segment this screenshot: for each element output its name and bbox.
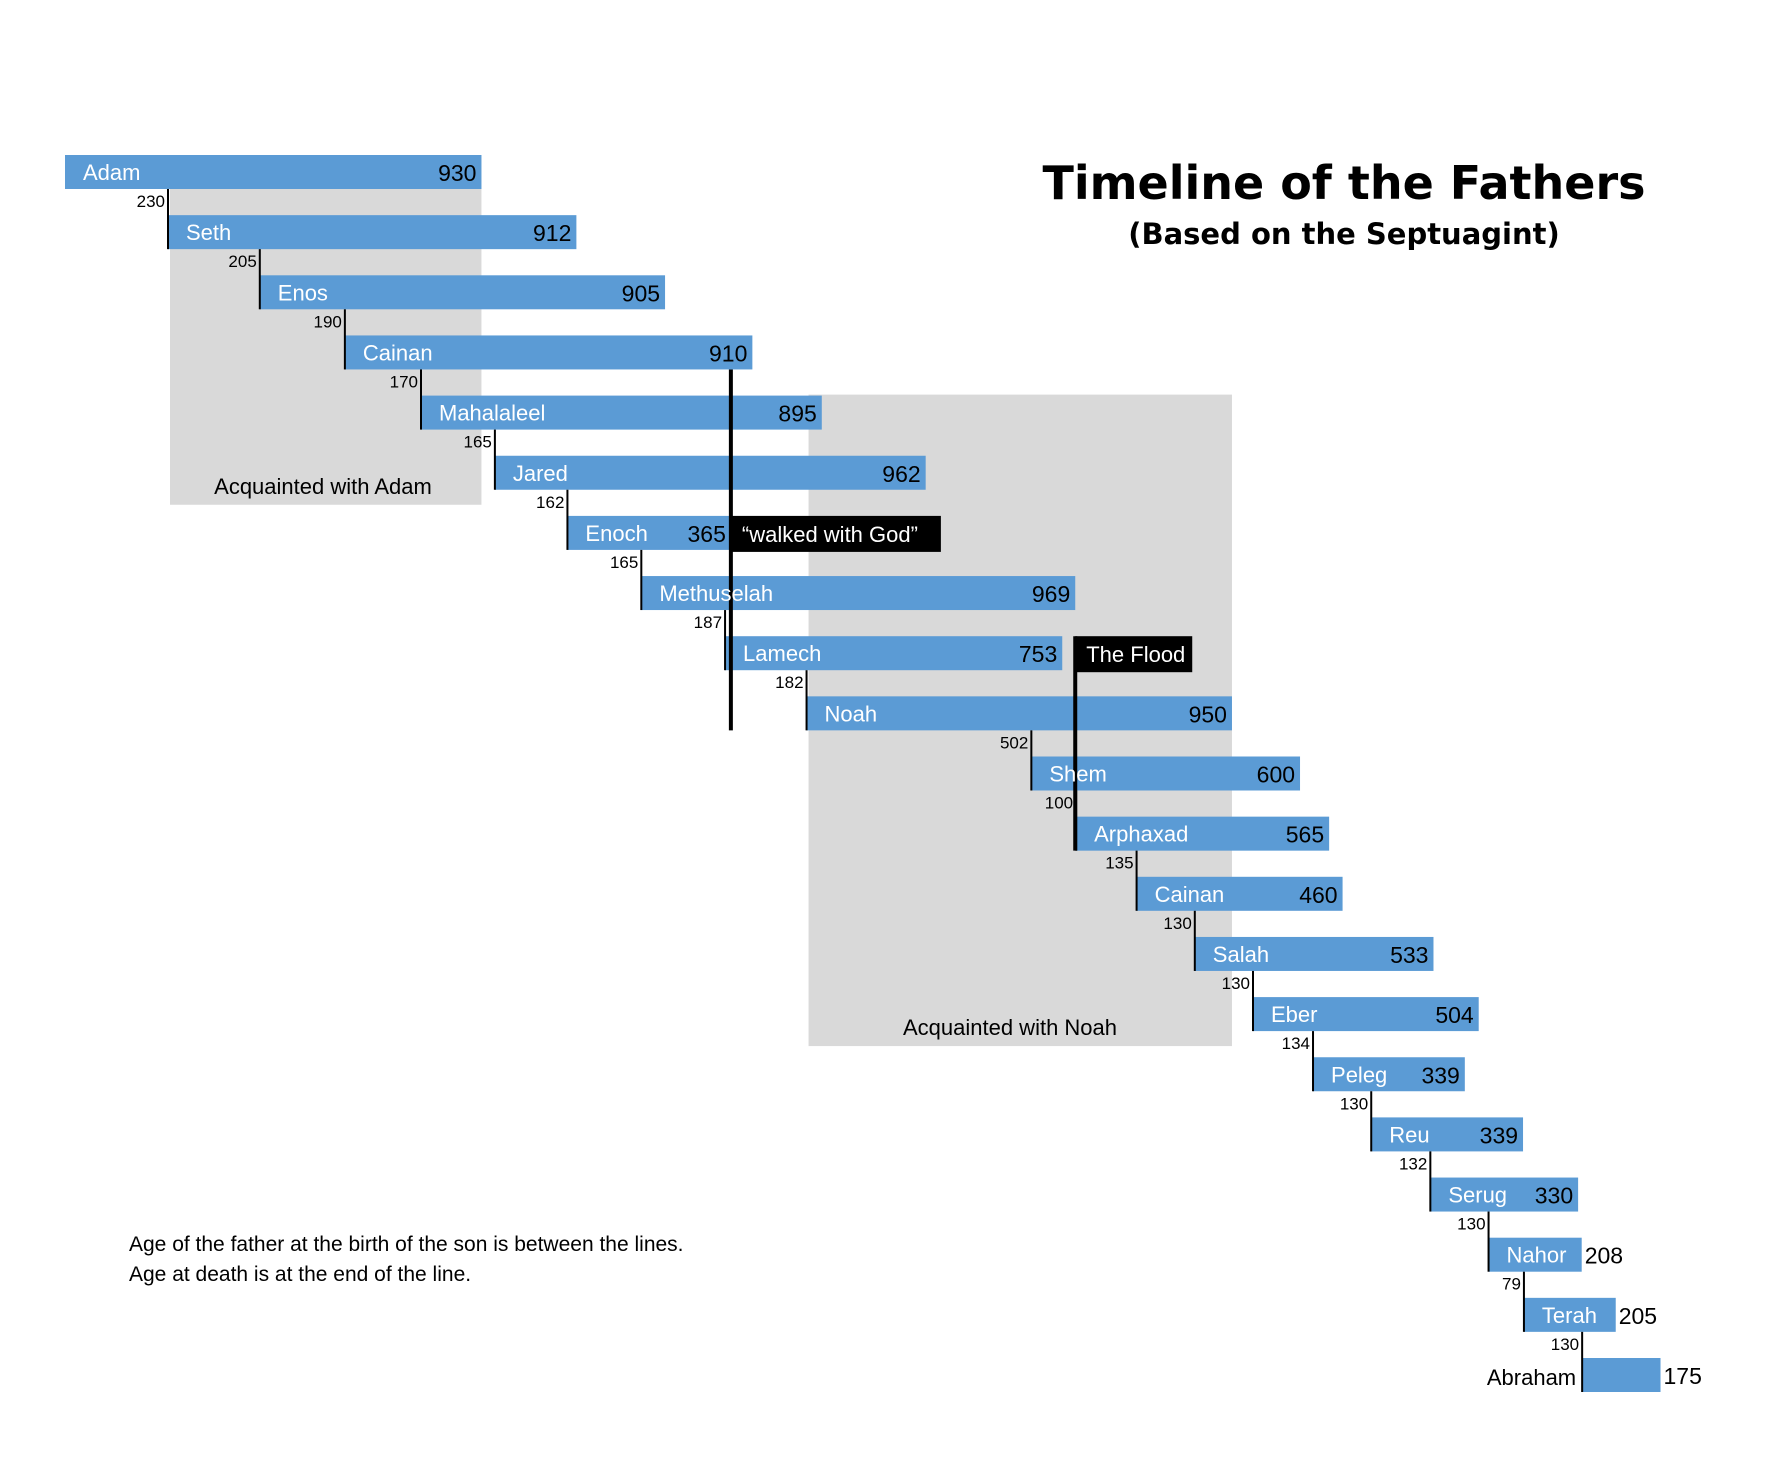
father-name: Abraham [1487, 1365, 1576, 1390]
event-lines [166, 189, 1584, 1392]
lifespan-value: 365 [688, 521, 726, 547]
father-name: Peleg [1331, 1062, 1387, 1087]
father-name: Arphaxad [1094, 822, 1188, 847]
father-name: Salah [1213, 942, 1269, 967]
age-at-son-birth: 205 [228, 252, 256, 271]
lifespan-value: 930 [438, 160, 476, 186]
father-name: Noah [825, 701, 878, 726]
age-at-son-birth: 130 [1340, 1094, 1368, 1113]
age-at-son-birth: 170 [390, 372, 418, 391]
father-name: Eber [1271, 1002, 1317, 1027]
father-name: Cainan [1155, 882, 1225, 907]
father-name: Lamech [743, 641, 821, 666]
lifespan-bar [1371, 1117, 1524, 1152]
lifespan-bar [421, 395, 822, 430]
lifespan-bar [1313, 1057, 1465, 1092]
region-1 [169, 155, 482, 505]
lifespan-value: 969 [1032, 581, 1070, 607]
age-at-son-birth: 230 [137, 192, 165, 211]
event-box-1 [730, 515, 941, 552]
lifespan-bar [1076, 816, 1330, 851]
father-name: Adam [83, 160, 140, 185]
lifespan-bar [494, 455, 926, 490]
lifespan-value: 905 [622, 280, 660, 306]
lifespan-value: 533 [1390, 942, 1428, 968]
lifespan-value: 175 [1664, 1363, 1702, 1389]
father-name: Nahor [1507, 1243, 1567, 1268]
lifespan-bar [641, 576, 1076, 611]
father-name: Reu [1389, 1122, 1429, 1147]
lifespan-bar [1194, 936, 1434, 971]
father-name: Terah [1542, 1303, 1597, 1328]
lifespan-value: 330 [1535, 1183, 1573, 1209]
event-label-1: “walked with God” [742, 522, 918, 547]
age-at-son-birth: 165 [464, 433, 492, 452]
father-name: Enos [278, 280, 328, 305]
lifespan-value: 962 [882, 461, 920, 487]
lifespan-bar [1430, 1177, 1579, 1212]
lifespan-value: 895 [778, 401, 816, 427]
lifespan-value: 950 [1189, 701, 1227, 727]
age-at-son-birth: 130 [1163, 914, 1191, 933]
lifespan-bar [1488, 1237, 1582, 1272]
lifespan-bar [806, 696, 1232, 731]
father-name: Mahalaleel [439, 401, 545, 426]
lifespan-bar [259, 275, 666, 310]
lifespan-bar [167, 215, 577, 250]
lifespan-value: 339 [1480, 1122, 1518, 1148]
age-at-son-birth: 162 [536, 493, 564, 512]
age-at-son-birth: 190 [314, 312, 342, 331]
note-line-2: Age at death is at the end of the line. [129, 1263, 472, 1286]
lifespan-bar [1136, 876, 1343, 911]
lifespan-value: 565 [1286, 822, 1324, 848]
lifespan-value: 208 [1585, 1243, 1623, 1269]
age-at-son-birth: 502 [1000, 733, 1028, 752]
lifespan-value: 339 [1421, 1062, 1459, 1088]
age-at-son-birth: 135 [1105, 854, 1133, 873]
note-line-1: Age of the father at the birth of the so… [129, 1233, 684, 1256]
chart-title: Timeline of the Fathers [1042, 156, 1645, 210]
lifespan-value: 205 [1619, 1303, 1657, 1329]
age-at-son-birth: 130 [1222, 974, 1250, 993]
father-name: Serug [1448, 1183, 1507, 1208]
lifespan-bar [344, 335, 753, 370]
lifespan-bar [65, 155, 482, 189]
lifespan-value: 600 [1257, 762, 1295, 788]
lifespan-bar [1523, 1297, 1616, 1332]
age-at-son-birth: 187 [694, 613, 722, 632]
age-at-son-birth: 79 [1502, 1275, 1521, 1294]
lifespan-bar [567, 515, 731, 550]
father-name: Cainan [363, 340, 433, 365]
lifespan-value: 460 [1299, 882, 1337, 908]
father-name: Seth [186, 220, 231, 245]
region-label-2: Acquainted with Noah [903, 1015, 1117, 1040]
age-at-son-birth: 134 [1282, 1034, 1310, 1053]
father-name: Jared [513, 461, 568, 486]
age-at-son-birth: 100 [1045, 794, 1073, 813]
father-name: Enoch [585, 521, 647, 546]
chart-subtitle: (Based on the Septuagint) [1128, 217, 1560, 251]
lifespan-bar [725, 636, 1063, 671]
event-box-2 [1075, 636, 1193, 673]
age-at-son-birth: 182 [775, 673, 803, 692]
lifespan-value: 753 [1019, 641, 1057, 667]
father-name: Methuselah [659, 581, 773, 606]
age-at-son-birth: 132 [1399, 1154, 1427, 1173]
age-at-son-birth: 130 [1551, 1335, 1579, 1354]
lifespan-bars [65, 155, 1661, 1392]
event-label-2: The Flood [1086, 642, 1185, 667]
region-label-1: Acquainted with Adam [214, 474, 432, 499]
lifespan-value: 910 [709, 340, 747, 366]
age-at-son-birth: 130 [1457, 1215, 1485, 1234]
lifespan-bar [1582, 1358, 1661, 1392]
chart-notes: Age of the father at the birth of the so… [129, 1230, 684, 1290]
lifespan-bar [1253, 997, 1479, 1032]
age-at-son-birth: 165 [610, 553, 638, 572]
lifespan-value: 912 [533, 220, 571, 246]
father-name: Shem [1049, 762, 1106, 787]
lifespan-value: 504 [1435, 1002, 1474, 1028]
